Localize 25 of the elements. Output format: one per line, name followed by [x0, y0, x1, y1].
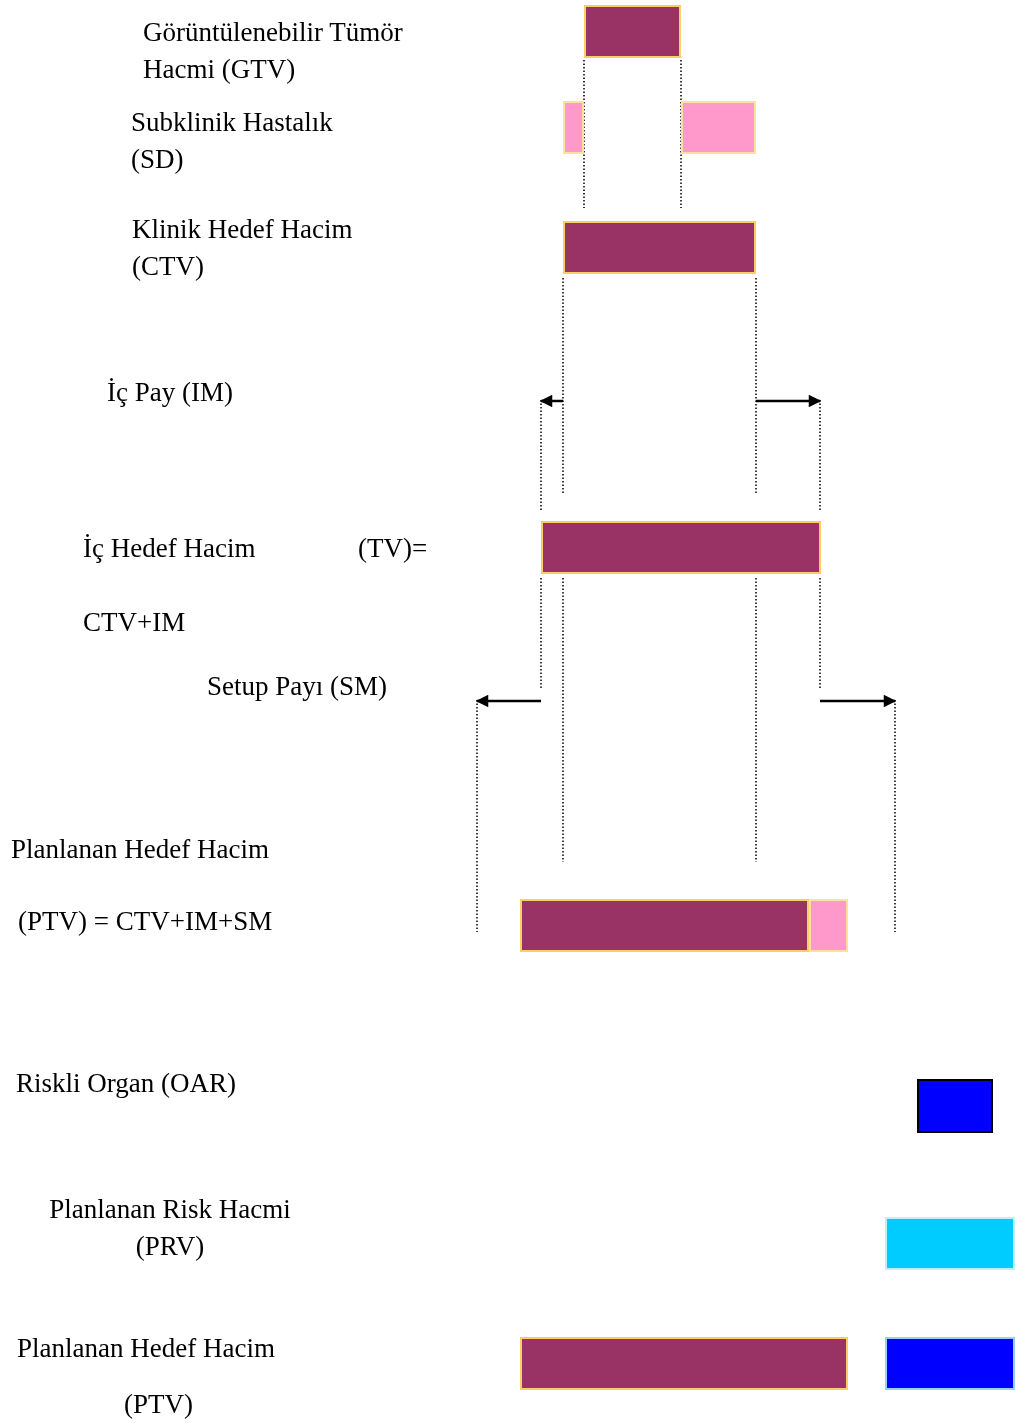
volume-label: Klinik Hedef Hacim (CTV) — [132, 213, 354, 283]
volume-bar — [541, 521, 821, 574]
volume-bar — [584, 5, 681, 58]
volume-label: İç Hedef Hacim — [83, 532, 256, 565]
volume-bar — [809, 899, 848, 952]
volume-label: (PTV) — [124, 1388, 193, 1421]
volume-label: (TV)= — [358, 532, 428, 565]
volume-label: Görüntülenebilir Tümör Hacmi (GTV) — [143, 16, 404, 86]
volume-bar — [563, 101, 584, 154]
volume-label: Planlanan Risk Hacmi (PRV) — [48, 1193, 292, 1263]
volume-label: Planlanan Hedef Hacim — [11, 833, 269, 866]
volume-label: Subklinik Hastalık (SD) — [131, 106, 334, 176]
volume-label: CTV+IM — [83, 606, 186, 639]
volume-bar — [885, 1337, 1015, 1390]
volume-bar — [681, 101, 756, 154]
volume-bar — [917, 1079, 993, 1133]
volume-label: İç Pay (IM) — [107, 376, 233, 409]
volume-label: Riskli Organ (OAR) — [16, 1067, 236, 1100]
volume-bar — [520, 899, 809, 952]
volume-bar — [520, 1337, 848, 1390]
volume-label: (PTV) = CTV+IM+SM — [18, 905, 273, 938]
volume-bar — [563, 221, 756, 274]
volume-bar — [885, 1217, 1015, 1270]
volume-label: Setup Payı (SM) — [207, 670, 387, 703]
volume-label: Planlanan Hedef Hacim — [17, 1332, 275, 1365]
